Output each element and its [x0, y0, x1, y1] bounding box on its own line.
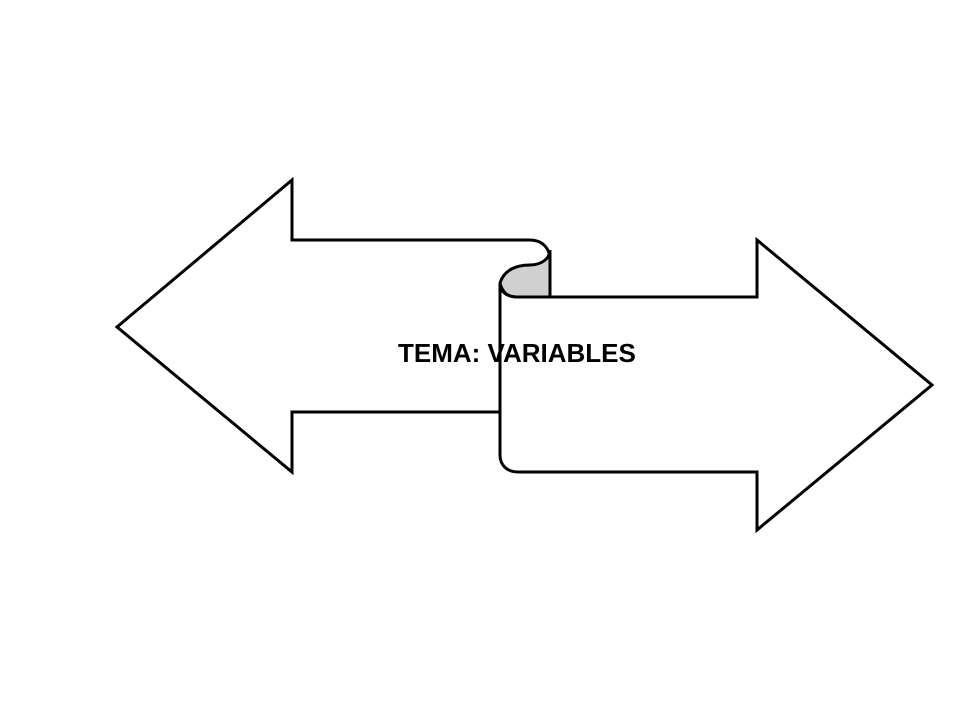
- left-arrow-shape: [114, 176, 552, 476]
- topic-title: TEMA: VARIABLES: [398, 338, 636, 368]
- right-arrow-shape: [498, 236, 935, 534]
